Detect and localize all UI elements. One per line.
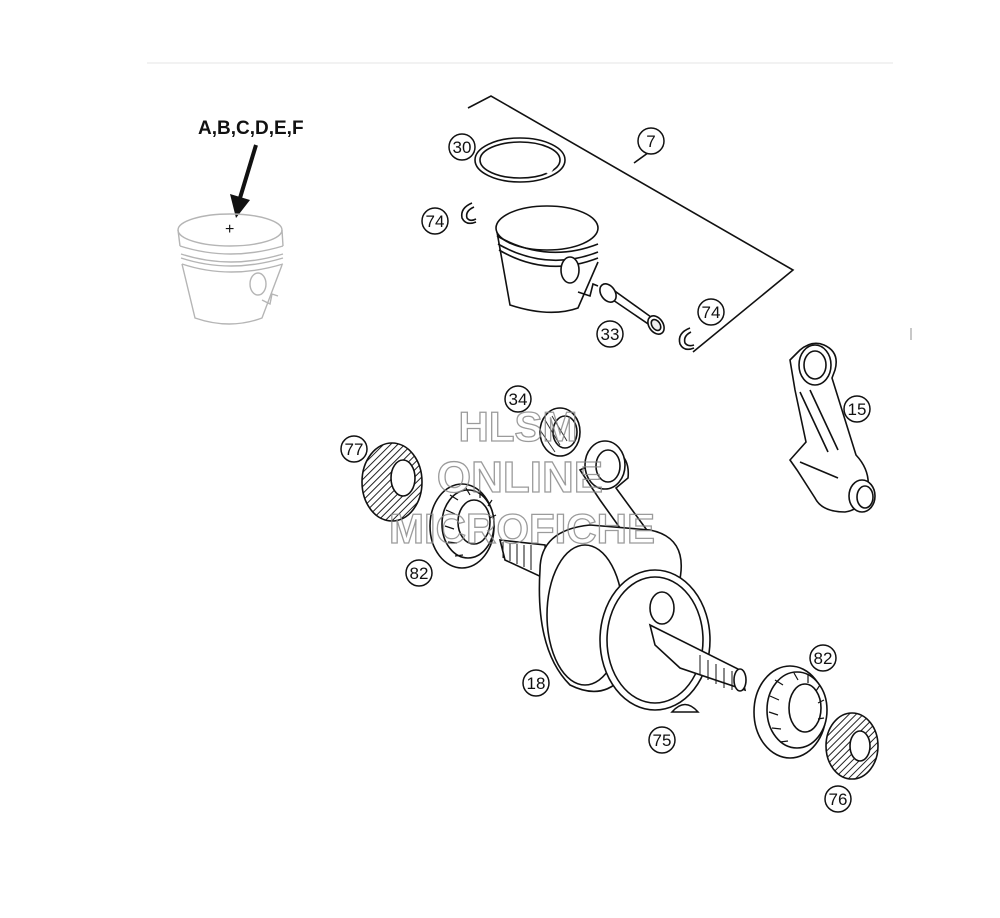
woodruff-key xyxy=(670,703,700,713)
callout-74-left[interactable]: 74 xyxy=(421,207,449,235)
callout-label: 30 xyxy=(453,138,472,157)
watermark-line3: MICROFICHE xyxy=(389,505,655,552)
shaft-seal-left xyxy=(361,442,423,522)
circlip-left xyxy=(460,202,477,225)
callout-18[interactable]: 18 xyxy=(522,669,550,697)
callout-label: 82 xyxy=(814,649,833,668)
piston-ring xyxy=(474,137,566,183)
needle-bearing xyxy=(539,407,581,457)
callout-label: 34 xyxy=(509,390,528,409)
reference-center-mark: + xyxy=(225,221,234,238)
callout-30[interactable]: 30 xyxy=(448,133,476,161)
callout-label: 77 xyxy=(345,440,364,459)
callout-34[interactable]: 34 xyxy=(504,385,532,413)
callout-label: 75 xyxy=(653,731,672,750)
watermark-line1: HLSM xyxy=(459,403,578,450)
callout-label: 33 xyxy=(601,325,620,344)
callout-33[interactable]: 33 xyxy=(596,320,624,348)
reference-label: A,B,C,D,E,F xyxy=(198,118,304,139)
callout-label: 74 xyxy=(702,303,721,322)
crankshaft xyxy=(498,524,747,711)
piston-pin xyxy=(599,283,665,335)
callout-label: 7 xyxy=(646,132,655,151)
callout-label: 76 xyxy=(829,790,848,809)
callout-label: 18 xyxy=(527,674,546,693)
circlip-right xyxy=(678,327,695,351)
piston xyxy=(495,205,599,314)
watermark-line2: ONLINE xyxy=(437,453,603,502)
bearing-right xyxy=(753,665,828,759)
callout-label: 15 xyxy=(848,400,867,419)
callout-label: 74 xyxy=(426,212,445,231)
callout-74-right[interactable]: 74 xyxy=(697,298,725,326)
bearing-left xyxy=(429,483,497,569)
connecting-rod xyxy=(788,328,912,513)
callout-82-left[interactable]: 82 xyxy=(405,559,433,587)
reference-piston: A,B,C,D,E,F + xyxy=(177,118,304,325)
watermark: HLSM ONLINE MICROFICHE xyxy=(388,402,655,552)
arrowhead-icon xyxy=(230,194,250,218)
callout-7[interactable]: 7 xyxy=(637,127,665,155)
reference-piston-outline xyxy=(177,213,284,325)
callout-77[interactable]: 77 xyxy=(340,435,368,463)
callout-82-right[interactable]: 82 xyxy=(809,644,837,672)
shaft-seal-right xyxy=(825,712,879,780)
callout-label: 82 xyxy=(410,564,429,583)
reference-arrow xyxy=(238,144,258,199)
callout-75[interactable]: 75 xyxy=(648,726,676,754)
callout-15[interactable]: 15 xyxy=(843,395,871,423)
callout-76[interactable]: 76 xyxy=(824,785,852,813)
